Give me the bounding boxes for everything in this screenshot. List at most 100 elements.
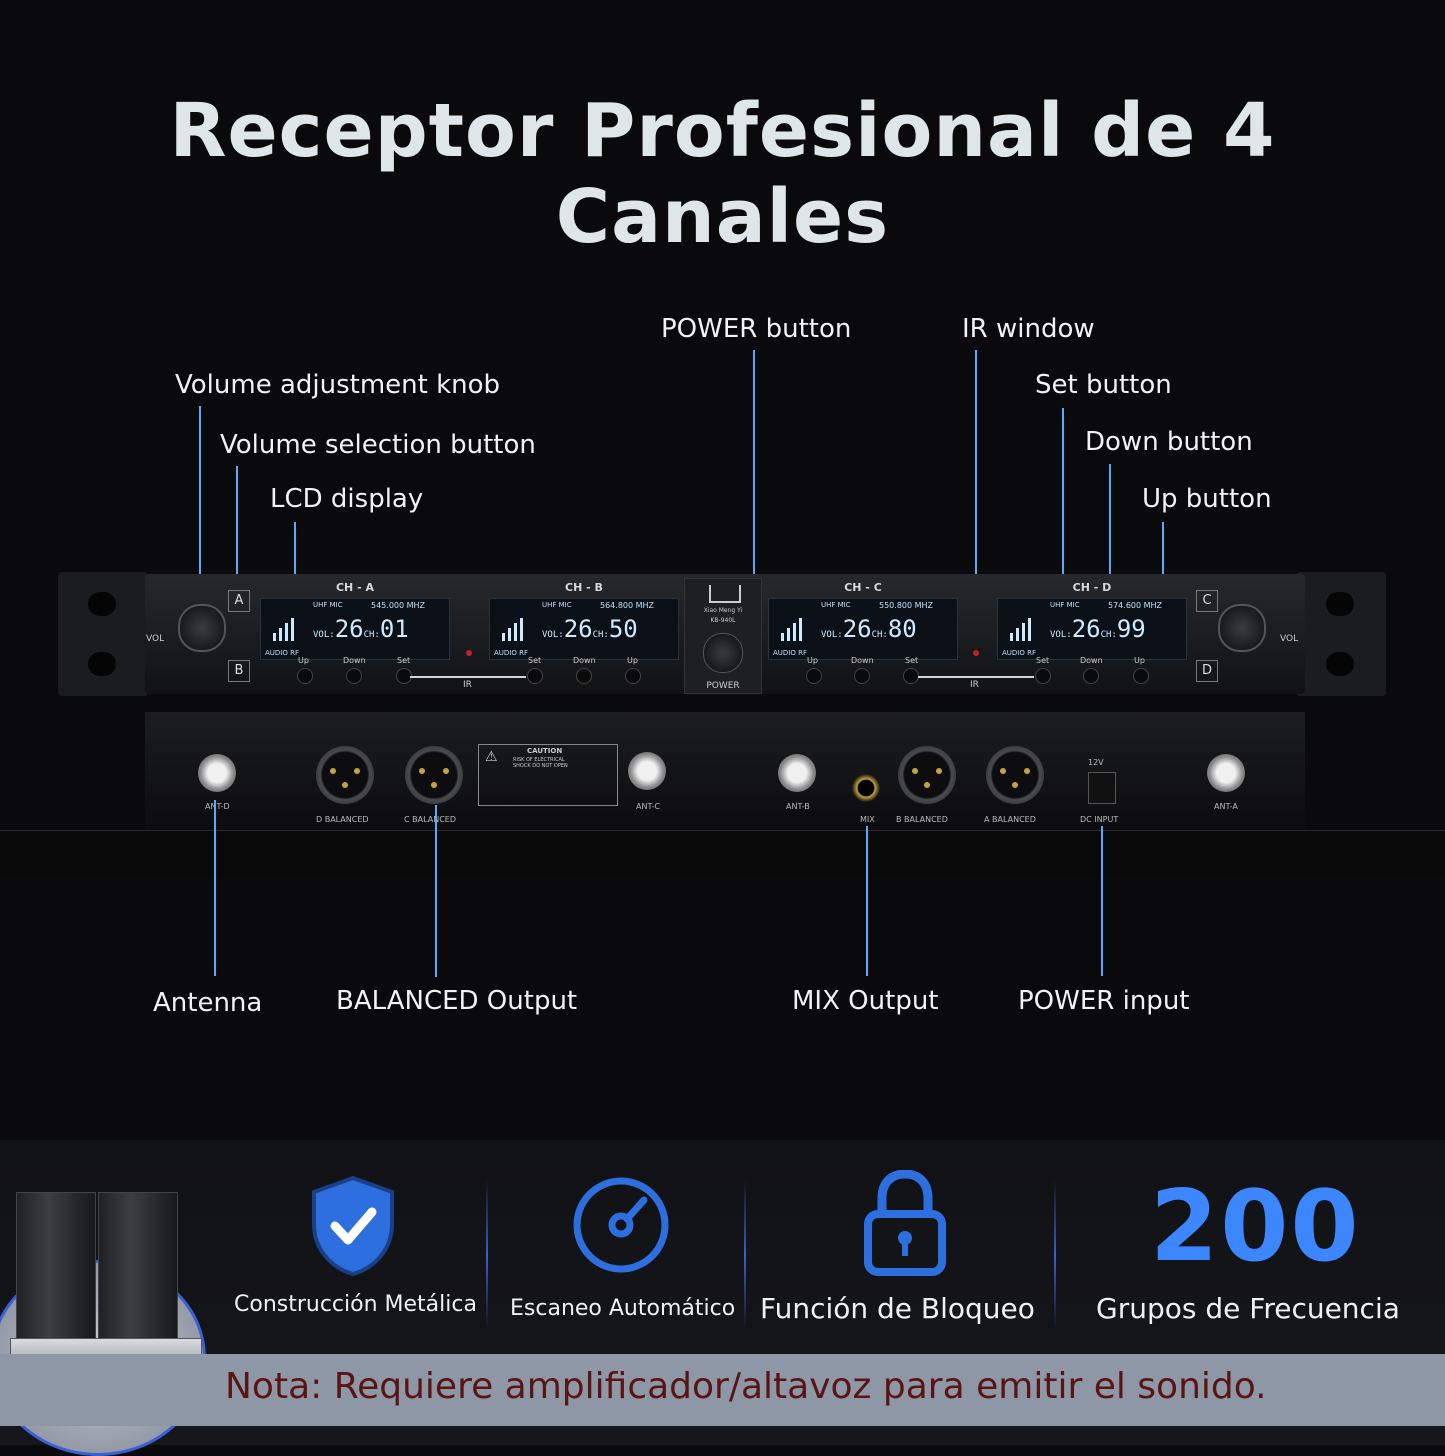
vol-value: 26 [334,615,364,643]
signal-bars-icon [502,618,523,641]
button-label-up-b: Up [627,656,638,665]
vol-value: 26 [563,615,593,643]
callout-power-button: POWER button [661,314,852,344]
vol-label-left: VOL [146,634,165,644]
callout-down-button: Down button [1085,427,1253,457]
signal-bars-icon [781,618,802,641]
vol-prefix: VOL: [821,630,843,640]
callout-volume-knob: Volume adjustment knob [175,370,501,400]
volume-knob-right[interactable] [1218,604,1266,652]
channel-label: CH - C [844,581,882,594]
down-button-d[interactable] [1083,668,1099,684]
select-button-b[interactable]: B [228,660,250,682]
button-label-set-a: Set [397,656,411,665]
page-title: Receptor Profesional de 4 Canales [169,88,1276,260]
select-button-c[interactable]: C [1196,590,1218,612]
padlock-icon [864,1170,946,1276]
select-button-d[interactable]: D [1196,660,1218,682]
gauge-icon [573,1177,669,1273]
caution-title: CAUTION [527,747,563,755]
ir-window-left [466,650,472,656]
balanced-c-label: C BALANCED [404,815,456,824]
vol-prefix: VOL: [1050,630,1072,640]
callout-line-power [753,350,755,654]
feature-label-lock: Función de Bloqueo [760,1292,1035,1325]
lcd-frequency: 545.000 MHZ [371,601,426,610]
speaker-image-left [16,1192,96,1344]
button-label-down-b: Down [573,656,596,665]
button-label-up-c: Up [807,656,818,665]
antenna-connector-a [1207,754,1245,792]
up-button-c[interactable] [806,668,822,684]
ch-value: 50 [608,615,638,643]
lcd-audio-rf: AUDIO RF [494,649,528,657]
lcd-audio-rf: AUDIO RF [265,649,299,657]
shelf [0,830,1445,877]
callout-lcd: LCD display [270,484,424,514]
select-button-a[interactable]: A [228,590,250,612]
feature-label-scan: Escaneo Automático [510,1296,736,1321]
volume-knob-left[interactable] [178,604,226,652]
callout-volume-select: Volume selection button [220,430,536,460]
callout-line-antenna [214,800,216,976]
channel-label: CH - B [565,581,603,594]
vol-label-right: VOL [1280,634,1299,644]
brand-logo [709,585,741,603]
up-button-a[interactable] [297,668,313,684]
callout-line-power-input [1101,826,1103,976]
set-button-b[interactable] [527,668,543,684]
balanced-output-d [316,746,374,804]
callout-line-ir [975,350,977,652]
lcd-mode: UHF MIC [821,601,851,609]
antenna-connector-c [628,752,666,790]
note-text: Nota: Requiere amplificador/altavoz para… [225,1366,1267,1407]
up-button-b[interactable] [625,668,641,684]
down-button-c[interactable] [854,668,870,684]
set-button-d[interactable] [1035,668,1051,684]
lcd-audio-rf: AUDIO RF [773,649,807,657]
ch-value: 99 [1116,615,1146,643]
down-button-a[interactable] [346,668,362,684]
lcd-display-d: CH - D UHF MIC 574.600 MHZ VOL:26CH:99 A… [997,581,1187,660]
callout-power-input: POWER input [1018,986,1190,1016]
warning-icon: ⚠ [485,749,498,765]
lcd-frequency: 574.600 MHZ [1108,601,1163,610]
callout-mix: MIX Output [792,986,939,1016]
rack-ear-right [1296,572,1386,696]
ch-prefix: CH: [592,630,609,640]
set-button-c[interactable] [903,668,919,684]
balanced-b-label: B BALANCED [896,815,948,824]
button-label-down-c: Down [851,656,874,665]
lcd-mode: UHF MIC [1050,601,1080,609]
ch-value: 80 [887,615,917,643]
button-label-down-d: Down [1080,656,1103,665]
lcd-frequency: 564.800 MHZ [600,601,655,610]
ch-prefix: CH: [363,630,380,640]
ant-d-label: ANT-D [205,802,230,811]
feature-divider-3 [1054,1180,1056,1330]
balanced-a-label: A BALANCED [984,815,1036,824]
balanced-output-b [898,746,956,804]
lcd-display-b: CH - B UHF MIC 564.800 MHZ VOL:26CH:50 A… [489,581,679,660]
lcd-mode: UHF MIC [542,601,572,609]
up-button-d[interactable] [1133,668,1149,684]
speaker-image-right [98,1192,178,1344]
callout-line-volume-select [236,466,238,582]
vol-prefix: VOL: [313,630,335,640]
power-button[interactable] [703,633,743,673]
ir-label-left: IR [463,680,472,690]
callout-line-lcd [294,522,296,610]
vol-prefix: VOL: [542,630,564,640]
shield-check-icon [312,1175,394,1277]
callout-set-button: Set button [1035,370,1172,400]
ant-b-label: ANT-B [786,802,810,811]
down-button-b[interactable] [576,668,592,684]
button-label-set-c: Set [905,656,919,665]
caution-label-plate: CAUTION RISK OF ELECTRICAL SHOCK DO NOT … [478,744,618,806]
button-label-set-d: Set [1036,656,1050,665]
caution-subtitle: RISK OF ELECTRICAL SHOCK DO NOT OPEN [513,757,568,769]
ch-prefix: CH: [1100,630,1117,640]
power-label: POWER [706,681,740,691]
channel-label: CH - D [1072,581,1112,594]
feature-divider-1 [486,1180,488,1330]
